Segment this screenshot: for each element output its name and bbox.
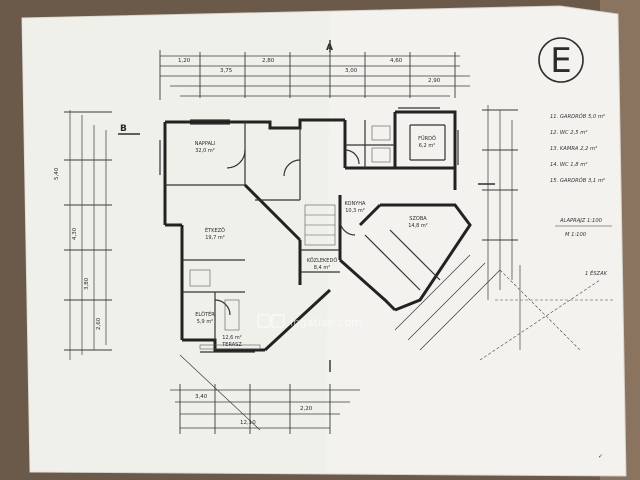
legend-line-1: 11. GARDRÓB 5,0 m² bbox=[550, 113, 605, 120]
legend-scale: M 1:100 bbox=[565, 232, 587, 238]
dim-top-2: 3,75 bbox=[220, 68, 233, 74]
dim-left-3: 3,80 bbox=[84, 277, 90, 290]
room-bath-label: FÜRDŐ bbox=[418, 135, 436, 142]
section-marker-b: B bbox=[118, 124, 495, 185]
room-terrace-label: TERASZ bbox=[221, 342, 242, 348]
room-dining-area: 19,7 m² bbox=[205, 235, 225, 241]
legend-line-5: 15. GARDRÓB 3,1 m² bbox=[550, 177, 605, 184]
ingatlan-logo-icon bbox=[257, 314, 285, 328]
room-dining-label: ÉTKEZŐ bbox=[205, 226, 225, 234]
legend-subtitle: ALAPRAJZ 1:100 bbox=[559, 218, 603, 224]
room-legend: 11. GARDRÓB 5,0 m² 12. WC 2,5 m² 13. KAM… bbox=[550, 113, 605, 184]
dim-top-1: 1,20 bbox=[178, 58, 191, 64]
dim-top-6: 2,90 bbox=[428, 78, 441, 84]
corner-mark: ✓ bbox=[598, 453, 603, 460]
dim-left-2: 4,30 bbox=[72, 227, 78, 240]
room-corridor-area: 8,4 m² bbox=[314, 265, 330, 271]
section-marker-a: A bbox=[326, 40, 333, 372]
dim-top-4: 3,00 bbox=[345, 68, 358, 74]
partitions bbox=[159, 107, 459, 353]
svg-text:1 ÉSZAK: 1 ÉSZAK bbox=[585, 269, 608, 277]
dim-left-1: 5,40 bbox=[54, 167, 60, 180]
dim-bottom-3: 2,20 bbox=[300, 406, 313, 412]
room-living-area: 32,0 m² bbox=[195, 148, 215, 154]
north-arrow-icon: E bbox=[550, 41, 571, 81]
dim-top-5: 4,60 bbox=[390, 58, 403, 64]
legend-line-2: 12. WC 2,5 m² bbox=[550, 130, 587, 136]
room-kitchen-area: 10,3 m² bbox=[345, 208, 365, 214]
room-bath-area: 6,2 m² bbox=[419, 143, 435, 149]
sheet-mark: E bbox=[538, 37, 584, 83]
dimension-lines bbox=[64, 50, 518, 434]
room-labels: NAPPALI 32,0 m² ÉTKEZŐ 19,7 m² KONYHA 10… bbox=[195, 135, 436, 348]
legend-line-3: 13. KAMRA 2,2 m² bbox=[550, 146, 597, 152]
legend-line-4: 14. WC 1,8 m² bbox=[550, 162, 587, 168]
room-hall-area: 5,9 m² bbox=[197, 319, 213, 325]
dim-left-4: 2,60 bbox=[96, 317, 102, 330]
room-hall-label: ELŐTÉR bbox=[195, 310, 215, 318]
room-kitchen-label: KONYHA bbox=[345, 201, 366, 207]
north-note: 1 ÉSZAK bbox=[479, 265, 615, 361]
watermark-text: ingatlan.com bbox=[290, 316, 362, 329]
room-bedroom-area: 14,8 m² bbox=[408, 223, 428, 229]
room-living-label: NAPPALI bbox=[195, 141, 216, 147]
dim-bottom-1: 12,10 bbox=[240, 420, 256, 426]
dim-top-3: 2,80 bbox=[262, 58, 275, 64]
room-corridor-label: KÖZLEKEDŐ bbox=[307, 257, 338, 264]
svg-text:A: A bbox=[326, 43, 333, 53]
dim-bottom-2: 3,40 bbox=[195, 394, 208, 400]
furniture-hatching bbox=[189, 125, 391, 350]
paper-fold-shadow bbox=[22, 12, 330, 472]
svg-text:B: B bbox=[120, 124, 127, 134]
legend-footer: ALAPRAJZ 1:100 M 1:100 bbox=[555, 218, 612, 238]
room-terrace-area: 12,6 m² bbox=[222, 335, 242, 341]
dimension-values: 1,20 3,75 2,80 3,00 4,60 2,90 5,40 4,30 … bbox=[54, 58, 441, 426]
room-bedroom-label: SZOBA bbox=[409, 216, 427, 222]
